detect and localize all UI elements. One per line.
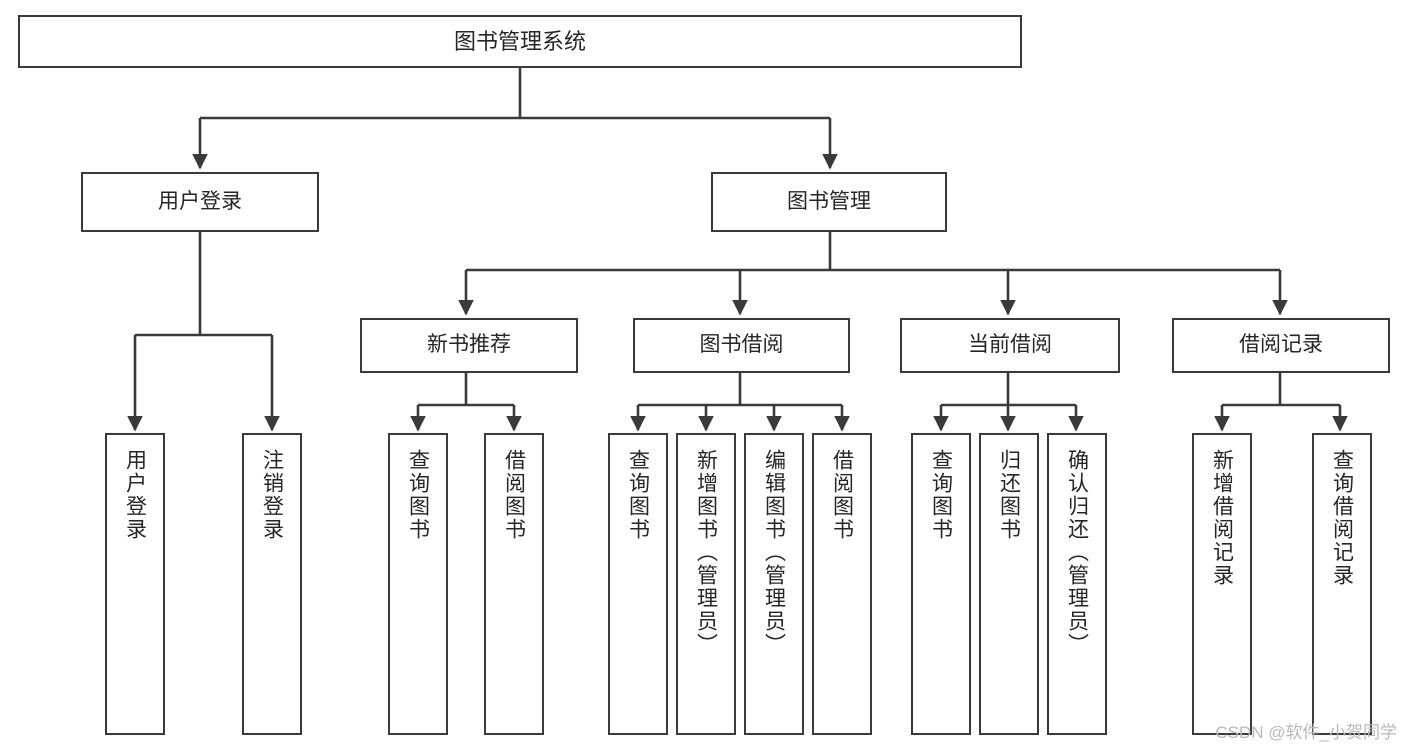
node-label: 查询图书: [929, 449, 953, 541]
node-label: 借阅记录: [1239, 333, 1323, 357]
node-label: 新增借阅记录: [1210, 449, 1234, 587]
node-leaf-borrow-book-new-rec[interactable]: 借阅图书: [484, 433, 544, 735]
csdn-watermark: CSDN @软件_小贺同学: [1215, 723, 1397, 742]
node-label: 新书推荐: [427, 333, 511, 357]
node-label: 借阅图书: [502, 449, 526, 541]
node-leaf-confirm-return-admin[interactable]: 确认归还（管理员）: [1047, 433, 1107, 735]
node-book-manage[interactable]: 图书管理: [711, 172, 947, 232]
node-label: 查询图书: [626, 449, 650, 541]
node-label: 注销登录: [260, 449, 284, 541]
node-leaf-return-book[interactable]: 归还图书: [979, 433, 1039, 735]
node-root-book-management-system[interactable]: 图书管理系统: [18, 15, 1022, 68]
node-label: 查询图书: [406, 449, 430, 541]
node-label: 图书管理系统: [453, 28, 586, 54]
node-label: 借阅图书: [830, 449, 854, 541]
node-new-book-recommend[interactable]: 新书推荐: [360, 318, 578, 373]
node-label: 图书管理: [787, 189, 871, 213]
node-label: 图书借阅: [699, 333, 784, 357]
node-user-login[interactable]: 用户登录: [81, 172, 319, 232]
node-leaf-user-logout[interactable]: 注销登录: [242, 433, 302, 735]
node-leaf-query-book-borrow[interactable]: 查询图书: [608, 433, 668, 735]
node-leaf-add-book-admin[interactable]: 新增图书（管理员）: [676, 433, 736, 735]
node-leaf-borrow-book[interactable]: 借阅图书: [812, 433, 872, 735]
node-borrow-record[interactable]: 借阅记录: [1172, 318, 1390, 373]
node-label: 归还图书: [997, 449, 1021, 541]
node-label: 当前借阅: [968, 333, 1052, 357]
node-leaf-edit-book-admin[interactable]: 编辑图书（管理员）: [744, 433, 804, 735]
node-label: 编辑图书（管理员）: [762, 449, 786, 656]
node-label: 查询借阅记录: [1330, 449, 1354, 587]
node-leaf-query-book-new-rec[interactable]: 查询图书: [388, 433, 448, 735]
node-book-borrow[interactable]: 图书借阅: [633, 318, 850, 373]
node-leaf-add-borrow-record[interactable]: 新增借阅记录: [1192, 433, 1252, 735]
node-leaf-query-borrow-record[interactable]: 查询借阅记录: [1312, 433, 1372, 735]
node-label: 用户登录: [158, 189, 242, 213]
node-leaf-query-book-current[interactable]: 查询图书: [911, 433, 971, 735]
node-leaf-user-login[interactable]: 用户登录: [105, 433, 165, 735]
node-label: 确认归还（管理员）: [1065, 449, 1089, 656]
node-label: 新增图书（管理员）: [694, 449, 718, 656]
node-current-borrow[interactable]: 当前借阅: [900, 318, 1120, 373]
node-label: 用户登录: [123, 449, 147, 541]
